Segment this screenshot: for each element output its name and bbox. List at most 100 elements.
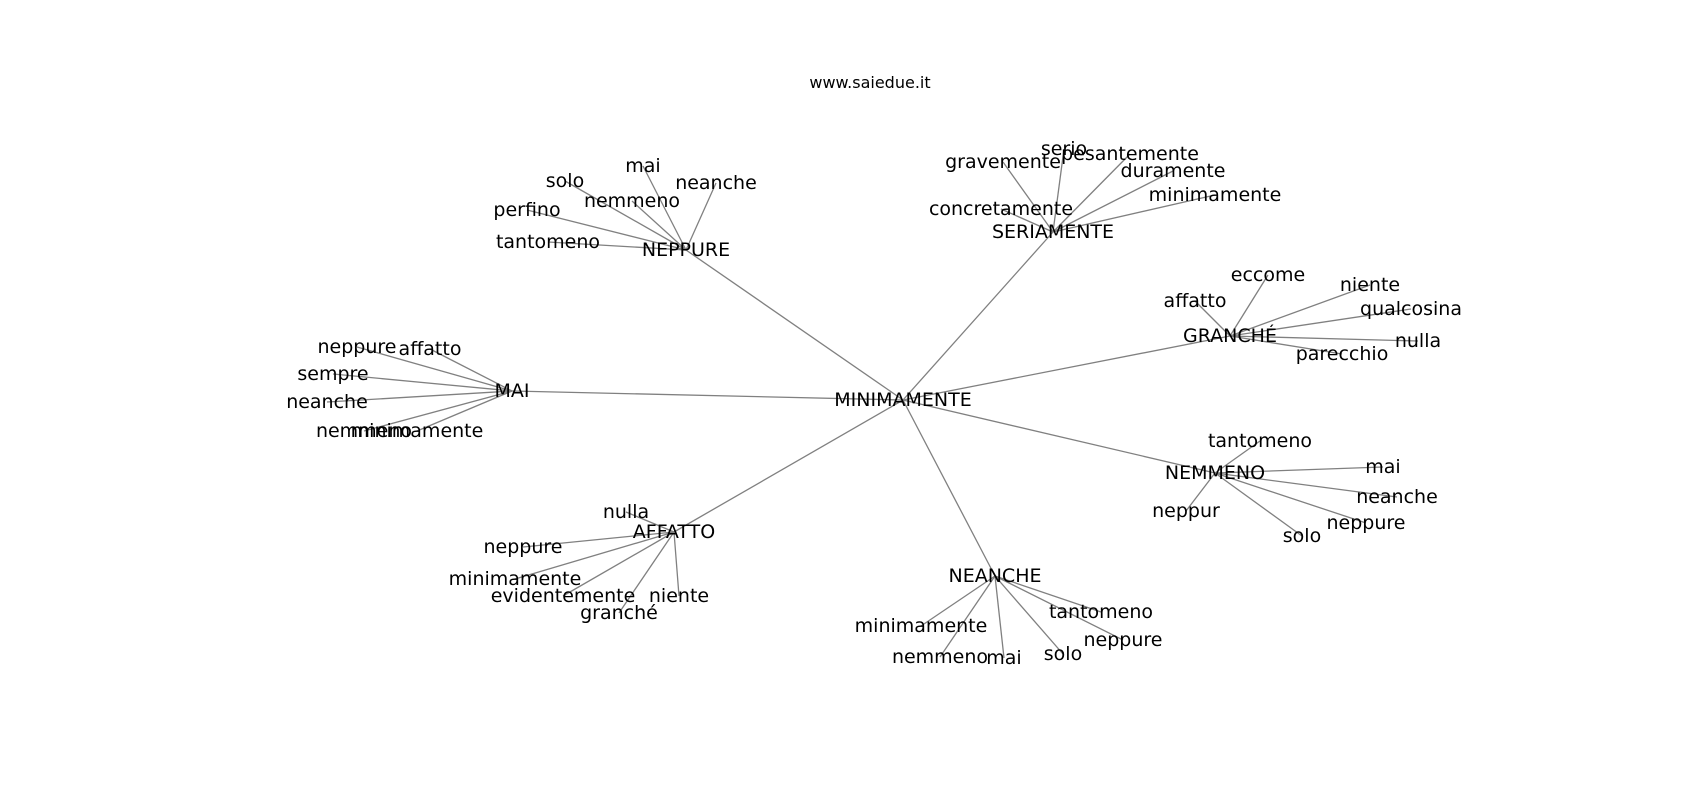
leaf-label-nemmeno-4: neppure <box>1327 512 1406 534</box>
leaf-label-neppure-2: neanche <box>675 172 757 194</box>
leaf-label-neanche-0: tantomeno <box>1049 601 1153 623</box>
edge-neanche-leaf-2 <box>994 575 1124 641</box>
leaf-label-nemmeno-3: neppur <box>1152 500 1220 522</box>
leaf-label-affatto-0: nulla <box>603 501 649 523</box>
edge-seriamente-leaf-2 <box>1002 161 1054 233</box>
edge-affatto-leaf-3 <box>562 531 675 597</box>
leaf-label-affatto-4: niente <box>649 585 709 607</box>
hub-label-nemmeno: NEMMENO <box>1165 462 1265 484</box>
edge-nemmeno-leaf-1 <box>1214 466 1384 474</box>
edge-affatto-leaf-1 <box>522 531 675 548</box>
leaf-label-neanche-3: nemmeno <box>892 646 988 668</box>
leaf-label-granche-0: eccome <box>1231 264 1305 286</box>
leaf-label-mai-5: minimamente <box>351 420 484 442</box>
edge-mai-leaf-4 <box>363 390 513 432</box>
edge-seriamente-leaf-1 <box>1052 153 1131 233</box>
edge-neanche-leaf-3 <box>939 575 996 658</box>
leaf-label-seriamente-2: gravemente <box>945 151 1061 173</box>
leaf-label-neanche-4: mai <box>986 647 1021 669</box>
edge-affatto-leaf-4 <box>673 531 680 597</box>
hub-label-mai: MAI <box>495 380 530 402</box>
leaf-label-affatto-1: neppure <box>484 536 563 558</box>
edge-mai-leaf-3 <box>326 390 513 403</box>
leaf-label-seriamente-5: concretamente <box>929 198 1073 220</box>
leaf-label-mai-1: affatto <box>399 338 462 360</box>
site-label: www.saiedue.it <box>809 73 930 92</box>
edge-nemmeno-leaf-3 <box>1185 472 1216 512</box>
edge-center-granche <box>902 335 1231 401</box>
edge-nemmeno-leaf-4 <box>1214 472 1367 524</box>
edge-seriamente-leaf-3 <box>1052 170 1174 233</box>
edge-nemmeno-leaf-5 <box>1214 472 1303 537</box>
edge-neanche-leaf-0 <box>994 575 1102 613</box>
leaf-label-mai-0: neppure <box>318 336 397 358</box>
leaf-label-neppure-1: solo <box>546 170 584 192</box>
leaf-label-neppure-0: mai <box>625 155 660 177</box>
edge-affatto-leaf-0 <box>625 511 675 533</box>
hub-label-granche: GRANCHÉ <box>1183 324 1277 347</box>
leaf-label-affatto-3: evidentemente <box>491 585 636 607</box>
leaf-label-granche-5: parecchio <box>1296 343 1389 365</box>
leaf-label-affatto-2: minimamente <box>449 568 582 590</box>
edge-affatto-leaf-2 <box>514 531 675 580</box>
edges-layer <box>326 148 1419 659</box>
leaf-label-affatto-5: granché <box>580 602 658 624</box>
edge-neanche-leaf-5 <box>994 575 1064 655</box>
edge-seriamente-leaf-0 <box>1052 148 1065 233</box>
leaf-label-neppure-3: nemmeno <box>584 190 680 212</box>
leaf-label-neanche-2: neppure <box>1084 629 1163 651</box>
edge-neanche-leaf-4 <box>994 575 1005 659</box>
edge-mai-leaf-1 <box>429 348 513 392</box>
edge-mai-leaf-5 <box>416 390 513 432</box>
leaf-label-granche-2: affatto <box>1164 290 1227 312</box>
hub-label-neanche: NEANCHE <box>949 565 1042 587</box>
leaf-label-mai-2: sempre <box>297 363 368 385</box>
leaf-label-granche-4: nulla <box>1395 330 1441 352</box>
leaf-label-seriamente-3: duramente <box>1121 160 1226 182</box>
leaf-label-seriamente-0: serio <box>1041 138 1087 160</box>
leaf-label-granche-3: qualcosina <box>1360 298 1462 320</box>
edge-granche-leaf-1 <box>1229 284 1371 337</box>
leaf-label-neanche-5: solo <box>1044 643 1082 665</box>
edge-neanche-leaf-1 <box>920 575 996 627</box>
hub-label-neppure: NEPPURE <box>642 239 730 261</box>
edge-neppure-leaf-2 <box>685 182 717 251</box>
leaf-label-nemmeno-0: tantomeno <box>1208 430 1312 452</box>
leaf-label-neppure-5: tantomeno <box>496 231 600 253</box>
edge-granche-leaf-3 <box>1229 308 1412 337</box>
center-node-label: MINIMAMENTE <box>834 389 971 411</box>
edge-center-neanche <box>902 399 996 577</box>
leaf-label-neanche-1: minimamente <box>855 615 988 637</box>
edge-granche-leaf-4 <box>1229 335 1419 342</box>
edge-neppure-leaf-4 <box>526 209 687 251</box>
edge-nemmeno-leaf-2 <box>1214 472 1398 498</box>
edge-seriamente-leaf-5 <box>1000 208 1054 233</box>
edge-neppure-leaf-0 <box>642 165 687 251</box>
edge-affatto-leaf-5 <box>618 531 675 614</box>
edge-neppure-leaf-1 <box>564 180 687 251</box>
leaf-label-neppure-4: perfino <box>493 199 560 221</box>
hub-label-seriamente: SERIAMENTE <box>992 221 1114 243</box>
leaf-label-nemmeno-5: solo <box>1283 525 1321 547</box>
leaf-label-nemmeno-1: mai <box>1365 456 1400 478</box>
edge-neppure-leaf-3 <box>631 200 687 251</box>
edge-granche-leaf-5 <box>1229 335 1343 355</box>
leaf-label-seriamente-4: minimamente <box>1149 184 1282 206</box>
leaf-label-mai-3: neanche <box>286 391 368 413</box>
edge-center-seriamente <box>902 231 1054 401</box>
edge-neppure-leaf-5 <box>547 241 687 251</box>
edge-center-neppure <box>685 249 904 401</box>
edge-mai-leaf-0 <box>356 346 513 392</box>
leaf-label-seriamente-1: pesantemente <box>1061 143 1199 165</box>
hub-label-affatto: AFFATTO <box>633 521 715 543</box>
edge-center-mai <box>511 390 904 401</box>
edge-seriamente-leaf-4 <box>1052 194 1216 233</box>
edge-granche-leaf-2 <box>1194 300 1231 337</box>
edge-center-affatto <box>673 399 904 533</box>
leaf-label-nemmeno-2: neanche <box>1356 486 1438 508</box>
edge-center-nemmeno <box>902 399 1216 474</box>
edge-nemmeno-leaf-0 <box>1214 440 1261 474</box>
edge-granche-leaf-0 <box>1229 274 1269 337</box>
